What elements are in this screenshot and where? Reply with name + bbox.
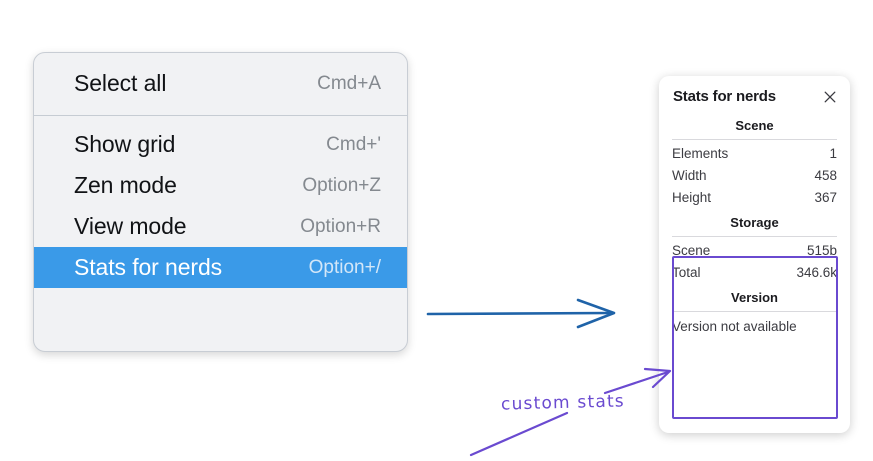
section-title-scene: Scene: [735, 118, 774, 133]
stat-key: Scene: [672, 242, 711, 258]
menu-group-secondary: Show grid Cmd+' Zen mode Option+Z View m…: [34, 116, 407, 296]
menu-item-view-mode[interactable]: View mode Option+R: [34, 206, 407, 247]
stat-key: Width: [672, 167, 707, 183]
section-title-storage: Storage: [730, 215, 779, 230]
menu-item-label: View mode: [74, 213, 187, 239]
stat-value: 515b: [806, 242, 837, 258]
menu-item-zen-mode[interactable]: Zen mode Option+Z: [34, 165, 407, 206]
menu-item-shortcut: Option+R: [300, 215, 381, 237]
menu-group-primary: Select all Cmd+A: [34, 53, 407, 116]
menu-item-label: Stats for nerds: [74, 254, 223, 280]
section-divider: [672, 311, 837, 312]
panel-title: Stats for nerds: [673, 88, 776, 105]
section-divider: [672, 236, 837, 237]
menu-item-shortcut: Cmd+': [326, 133, 381, 155]
stat-row-elements: Elements 1: [672, 142, 837, 164]
menu-item-stats-for-nerds[interactable]: Stats for nerds Option+/: [34, 247, 407, 288]
stat-value: 1: [829, 145, 837, 161]
blue-arrow-annotation: [426, 298, 616, 329]
stat-key: Elements: [672, 145, 729, 161]
stat-row-total-storage: Total 346.6k: [672, 261, 837, 283]
menu-item-select-all[interactable]: Select all Cmd+A: [34, 63, 407, 104]
stat-row-height: Height 367: [672, 186, 837, 208]
panel-body: Scene Elements 1 Width 458 Height 367 St…: [659, 111, 850, 339]
section-divider: [672, 139, 837, 140]
menu-item-label: Show grid: [74, 131, 176, 157]
menu-item-shortcut: Option+/: [308, 256, 381, 278]
stat-value: 458: [814, 167, 837, 183]
purple-underline-stroke: [469, 411, 569, 457]
menu-item-label: Select all: [74, 70, 167, 96]
stat-value: 346.6k: [796, 264, 837, 280]
section-title-version: Version: [731, 290, 778, 305]
stat-row-scene-storage: Scene 515b: [672, 239, 837, 261]
stat-key: Height: [672, 189, 712, 205]
stat-key: Total: [672, 264, 701, 280]
version-text: Version not available: [672, 319, 797, 334]
custom-stats-annotation-label: custom stats: [500, 391, 626, 415]
stat-value: 367: [814, 189, 837, 205]
stat-row-width: Width 458: [672, 164, 837, 186]
menu-item-label: Zen mode: [74, 172, 177, 198]
stats-for-nerds-panel: Stats for nerds Scene Elements 1 Width 4…: [659, 76, 850, 433]
panel-header: Stats for nerds: [659, 76, 850, 111]
menu-item-show-grid[interactable]: Show grid Cmd+': [34, 124, 407, 165]
context-menu: Select all Cmd+A Show grid Cmd+' Zen mod…: [33, 52, 408, 352]
menu-item-shortcut: Cmd+A: [317, 72, 381, 94]
close-icon[interactable]: [822, 89, 838, 105]
menu-item-shortcut: Option+Z: [302, 174, 381, 196]
